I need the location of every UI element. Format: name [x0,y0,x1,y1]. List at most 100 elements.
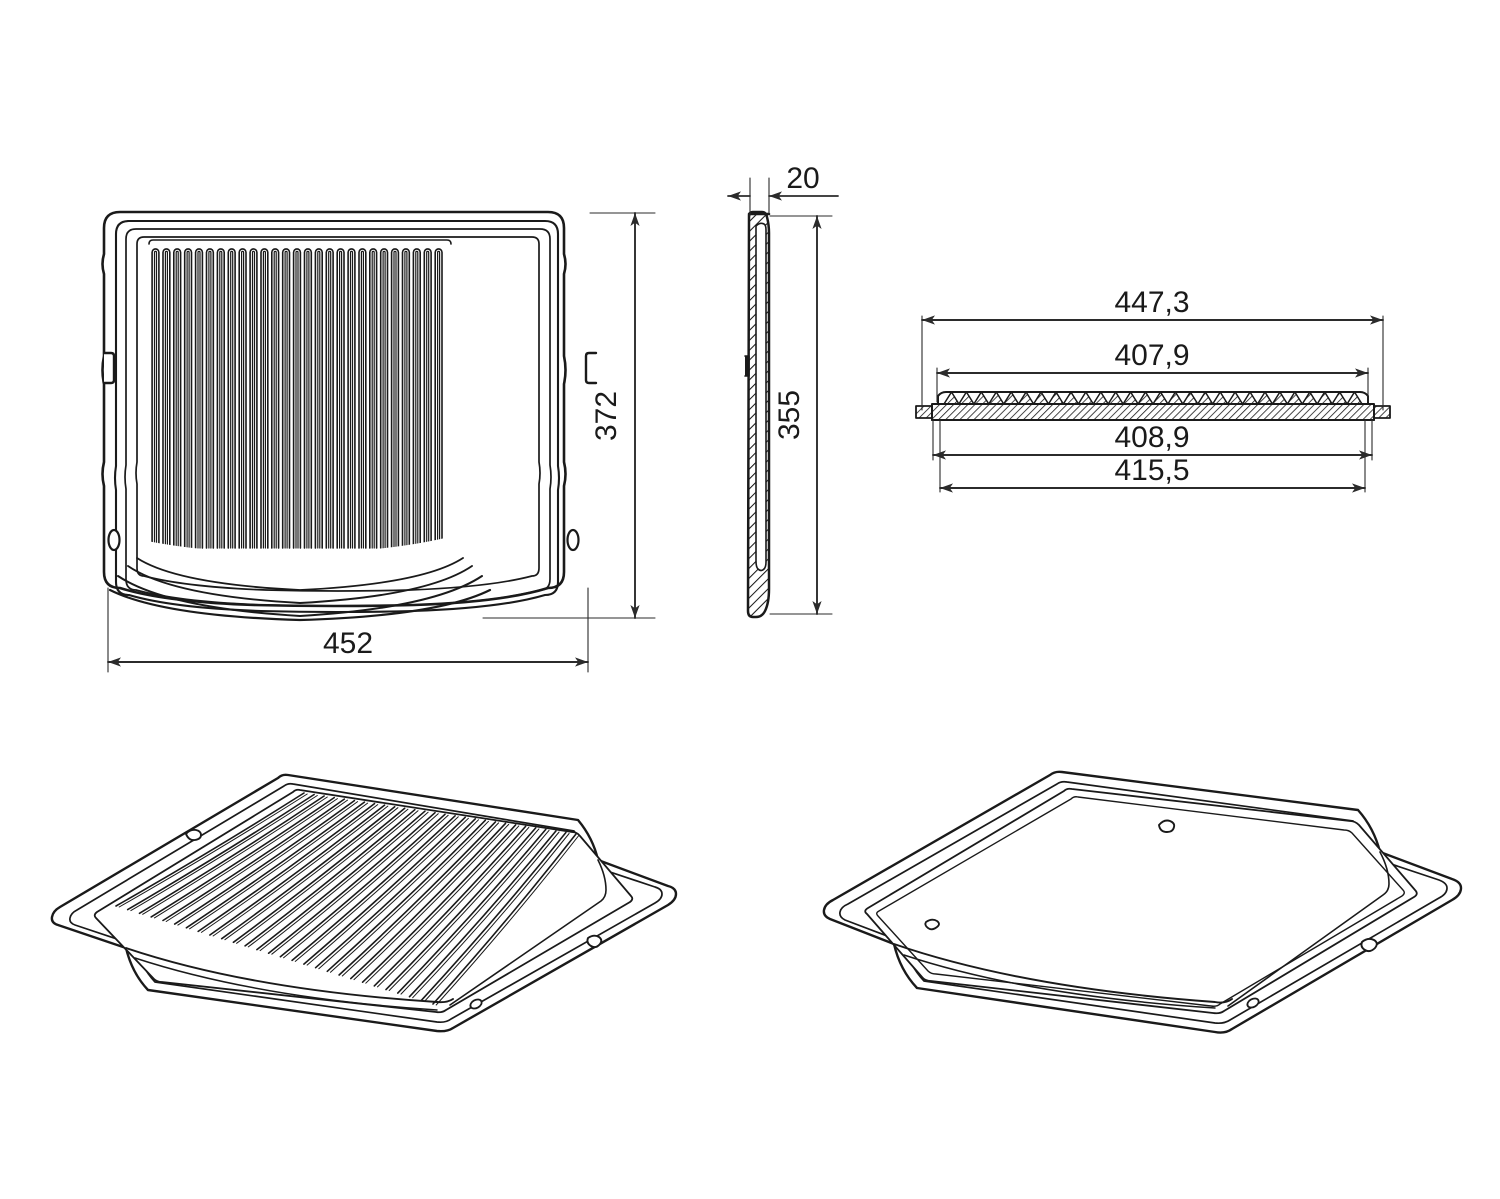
iso-rib-highlight [189,802,369,930]
iso-rib [138,795,325,915]
rib [249,248,258,549]
iso-rib-highlight [200,804,379,933]
iso-rib [126,793,315,911]
rib [379,248,389,549]
iso-rib-highlight [283,814,449,959]
iso-rib-highlight [388,828,540,991]
tray-bottom-bow-a [136,557,464,591]
rib [423,248,432,549]
iso-rib-highlight [400,829,550,995]
rib-inner [251,250,256,549]
rib [292,248,302,549]
rib-inner [284,250,288,549]
rib-inner [262,250,266,549]
rib-group [151,248,443,549]
iso-rib [420,831,567,1002]
section-serration-group [943,391,1363,405]
iso-rib [267,811,436,954]
dim-label-447-3: 447,3 [1114,286,1189,319]
rib-inner [273,250,277,549]
iso-rib-highlight [330,820,489,973]
rib [162,248,171,549]
dim-label-355: 355 [773,390,806,440]
iso-rib [326,819,487,973]
rib [369,248,378,549]
iso-rib-highlight [318,819,479,970]
iso-ribbed-front-lip-b [134,957,438,1011]
rib-inner [349,250,354,549]
iso-rib [291,815,456,962]
section-left-stub [915,405,933,419]
iso-rib [220,805,396,940]
rib [358,248,367,549]
rib [412,248,421,549]
serration-profile [943,391,1363,405]
iso-rib [338,821,497,976]
iso-ribbed-tab-left [185,828,202,842]
iso-flat-right-lip [1227,851,1390,1007]
iso-rib [256,810,426,951]
iso-rib [397,828,547,994]
rib-inner [219,250,223,549]
isometric-flat-view [822,770,1463,1034]
iso-rib-highlight [224,807,399,941]
iso-rib-highlight [177,801,359,926]
iso-rib [385,827,537,991]
rib [205,248,215,549]
rib [216,248,225,549]
iso-rib [173,799,356,925]
iso-rib-highlight [259,811,429,952]
dim-label-452: 452 [323,627,373,660]
iso-rib-highlight [435,834,580,1006]
iso-rib [150,796,335,918]
rib [325,248,334,549]
iso-flat-front-lip-b [903,954,1216,1009]
rib-inner [393,250,397,549]
rib-inner [230,250,234,549]
iso-rib [162,798,346,922]
rib-inner [371,250,375,549]
iso-rib [408,830,557,998]
rib-inner [186,250,190,549]
rib-inner [360,250,364,549]
iso-rib [209,804,386,936]
iso-rib-highlight [236,808,409,944]
iso-rib [115,792,305,907]
iso-flat-tab-right [1360,937,1378,953]
dim-label-408-9: 408,9 [1114,421,1189,454]
rib [390,248,400,549]
rib [347,248,356,549]
rib-inner [208,250,212,549]
rib-inner [164,250,168,549]
rib-inner [382,250,386,549]
iso-ribbed-flange-line [69,782,663,1024]
iso-rib [244,808,416,947]
iso-rib-highlight [377,826,530,988]
iso-rib-highlight [247,810,419,948]
rib [281,248,291,549]
iso-rib-highlight [165,799,348,922]
iso-rib [303,816,466,965]
iso-rib-highlight [118,793,308,908]
iso-flat-tab-top [1158,819,1176,833]
left-side-tab [102,351,116,385]
right-side-tab [584,351,598,385]
iso-flat-hole-front [1246,997,1260,1009]
iso-rib [432,833,577,1005]
iso-rib-group [115,792,580,1006]
iso-rib [279,813,446,958]
rib [314,248,323,549]
dim-label-20: 20 [786,162,819,195]
iso-flat-recess-inner-line [876,796,1405,1007]
iso-rib [197,802,376,933]
rib-field-top-edge [148,239,452,245]
iso-rib-highlight [341,822,500,977]
iso-rib [350,822,507,980]
rib [336,248,345,549]
tray-bottom-bow-d [108,588,492,622]
rib [183,248,193,549]
iso-rib-highlight [153,798,338,919]
rib-inner [328,250,332,549]
